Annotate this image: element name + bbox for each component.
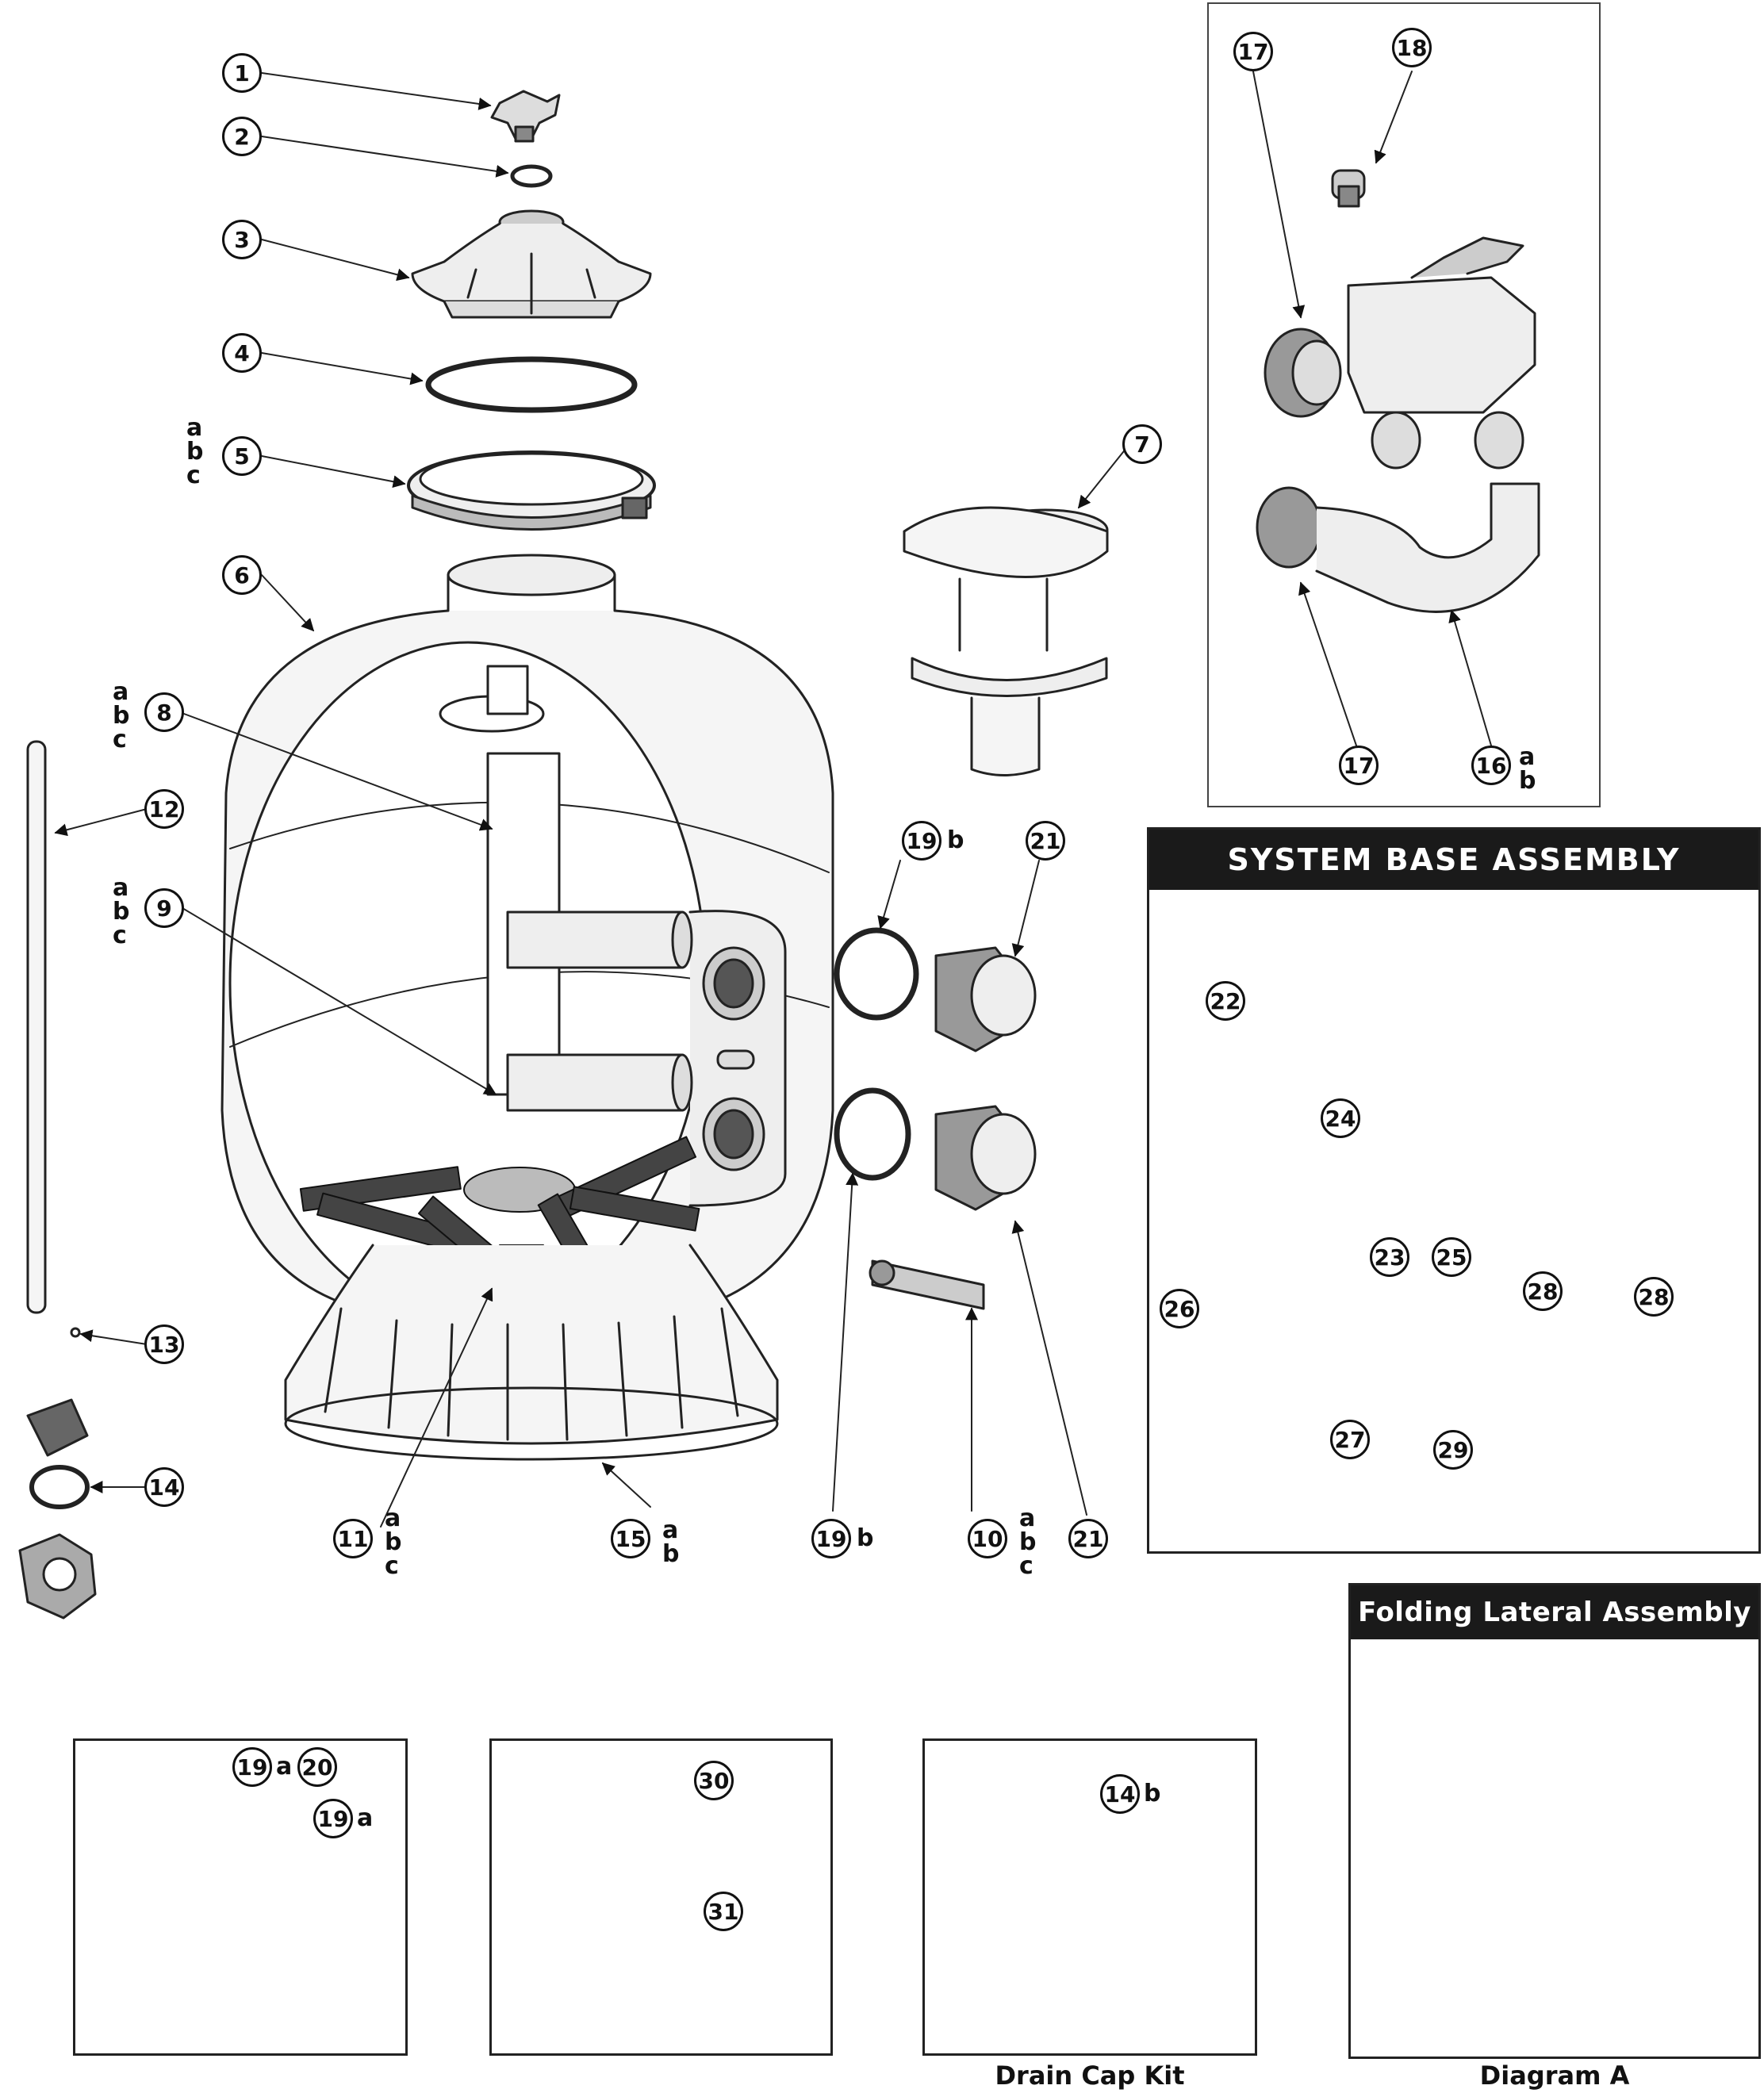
- callout-10: 10: [968, 1519, 1007, 1558]
- callout-4: 4: [222, 333, 262, 373]
- part-10-lateral: [869, 1259, 985, 1310]
- callout-14: 14: [144, 1467, 184, 1507]
- callout-suffix: a b: [1519, 743, 1536, 795]
- part-2-oring: [510, 164, 553, 188]
- callout-19: 19: [811, 1519, 851, 1558]
- callout-22: 22: [1206, 981, 1245, 1021]
- callout-20: 20: [297, 1747, 337, 1787]
- callout-2: 2: [222, 117, 262, 156]
- callout-21: 21: [1068, 1519, 1108, 1558]
- callout-suffix: a b c: [186, 414, 204, 489]
- callout-23: 23: [1370, 1237, 1409, 1277]
- part-3-lid: [411, 209, 652, 319]
- callout-8: 8: [144, 692, 184, 732]
- callout-17: 17: [1339, 746, 1379, 785]
- callout-15: 15: [611, 1519, 650, 1558]
- callout-18: 18: [1392, 28, 1432, 67]
- callout-11: 11: [333, 1519, 373, 1558]
- diagram-a-caption: Diagram A: [1479, 2060, 1630, 2091]
- part-19-21-unions: [834, 927, 1037, 1211]
- drain-cap-kit-caption: Drain Cap Kit: [995, 2060, 1185, 2091]
- drain-cap-kit-panel: [922, 1738, 1257, 2056]
- callout-19: 19: [232, 1747, 272, 1787]
- callout-28: 28: [1634, 1277, 1674, 1317]
- callout-7: 7: [1122, 424, 1162, 464]
- callout-17: 17: [1233, 32, 1273, 71]
- callout-16: 16: [1471, 746, 1511, 785]
- callout-24: 24: [1321, 1098, 1360, 1138]
- part-1-knob: [490, 90, 561, 143]
- callout-suffix: a b: [662, 1516, 680, 1568]
- callout-suffix: b: [1144, 1780, 1161, 1807]
- callout-suffix: a b c: [385, 1505, 402, 1580]
- callout-27: 27: [1330, 1420, 1370, 1459]
- callout-26: 26: [1160, 1289, 1199, 1328]
- callout-9: 9: [144, 888, 184, 928]
- callout-19: 19: [313, 1799, 353, 1838]
- callout-suffix: a b c: [113, 874, 130, 949]
- part-7-diffuser: [903, 506, 1109, 776]
- part-12-tube: [26, 740, 47, 1314]
- callout-suffix: a b c: [113, 678, 130, 753]
- valve-assembly: [1256, 169, 1540, 613]
- callout-suffix: b: [857, 1524, 874, 1552]
- callout-13: 13: [144, 1324, 184, 1364]
- part-5-clamp: [407, 450, 656, 531]
- callout-3: 3: [222, 220, 262, 259]
- air-relief-panel: [489, 1738, 833, 2056]
- callout-5: 5: [222, 436, 262, 476]
- union-kit-panel: [73, 1738, 408, 2056]
- system-base-title: SYSTEM BASE ASSEMBLY: [1149, 830, 1758, 890]
- callout-12: 12: [144, 789, 184, 829]
- callout-31: 31: [704, 1892, 743, 1931]
- valve-panel-frame: [1207, 2, 1601, 807]
- callout-suffix: b: [947, 826, 964, 854]
- callout-19: 19: [902, 821, 941, 861]
- system-base-assembly-panel: SYSTEM BASE ASSEMBLY: [1147, 827, 1761, 1554]
- callout-25: 25: [1432, 1237, 1471, 1277]
- callout-28: 28: [1523, 1271, 1563, 1311]
- part-13-screw: [70, 1327, 81, 1338]
- callout-6: 6: [222, 555, 262, 595]
- callout-1: 1: [222, 53, 262, 93]
- part-15-base: [284, 1244, 779, 1461]
- callout-suffix: a: [357, 1804, 374, 1832]
- callout-29: 29: [1433, 1430, 1473, 1470]
- callout-21: 21: [1026, 821, 1065, 861]
- part-8-9-standpipe: [439, 665, 693, 1112]
- folding-lateral-title: Folding Lateral Assembly: [1351, 1585, 1758, 1639]
- part-14-drain: [18, 1398, 97, 1620]
- callout-30: 30: [694, 1761, 734, 1800]
- callout-suffix: a b c: [1019, 1505, 1037, 1580]
- callout-suffix: a: [276, 1753, 293, 1781]
- folding-lateral-panel: Folding Lateral Assembly: [1348, 1583, 1761, 2059]
- callout-14: 14: [1100, 1774, 1140, 1814]
- part-4-oring: [425, 356, 638, 413]
